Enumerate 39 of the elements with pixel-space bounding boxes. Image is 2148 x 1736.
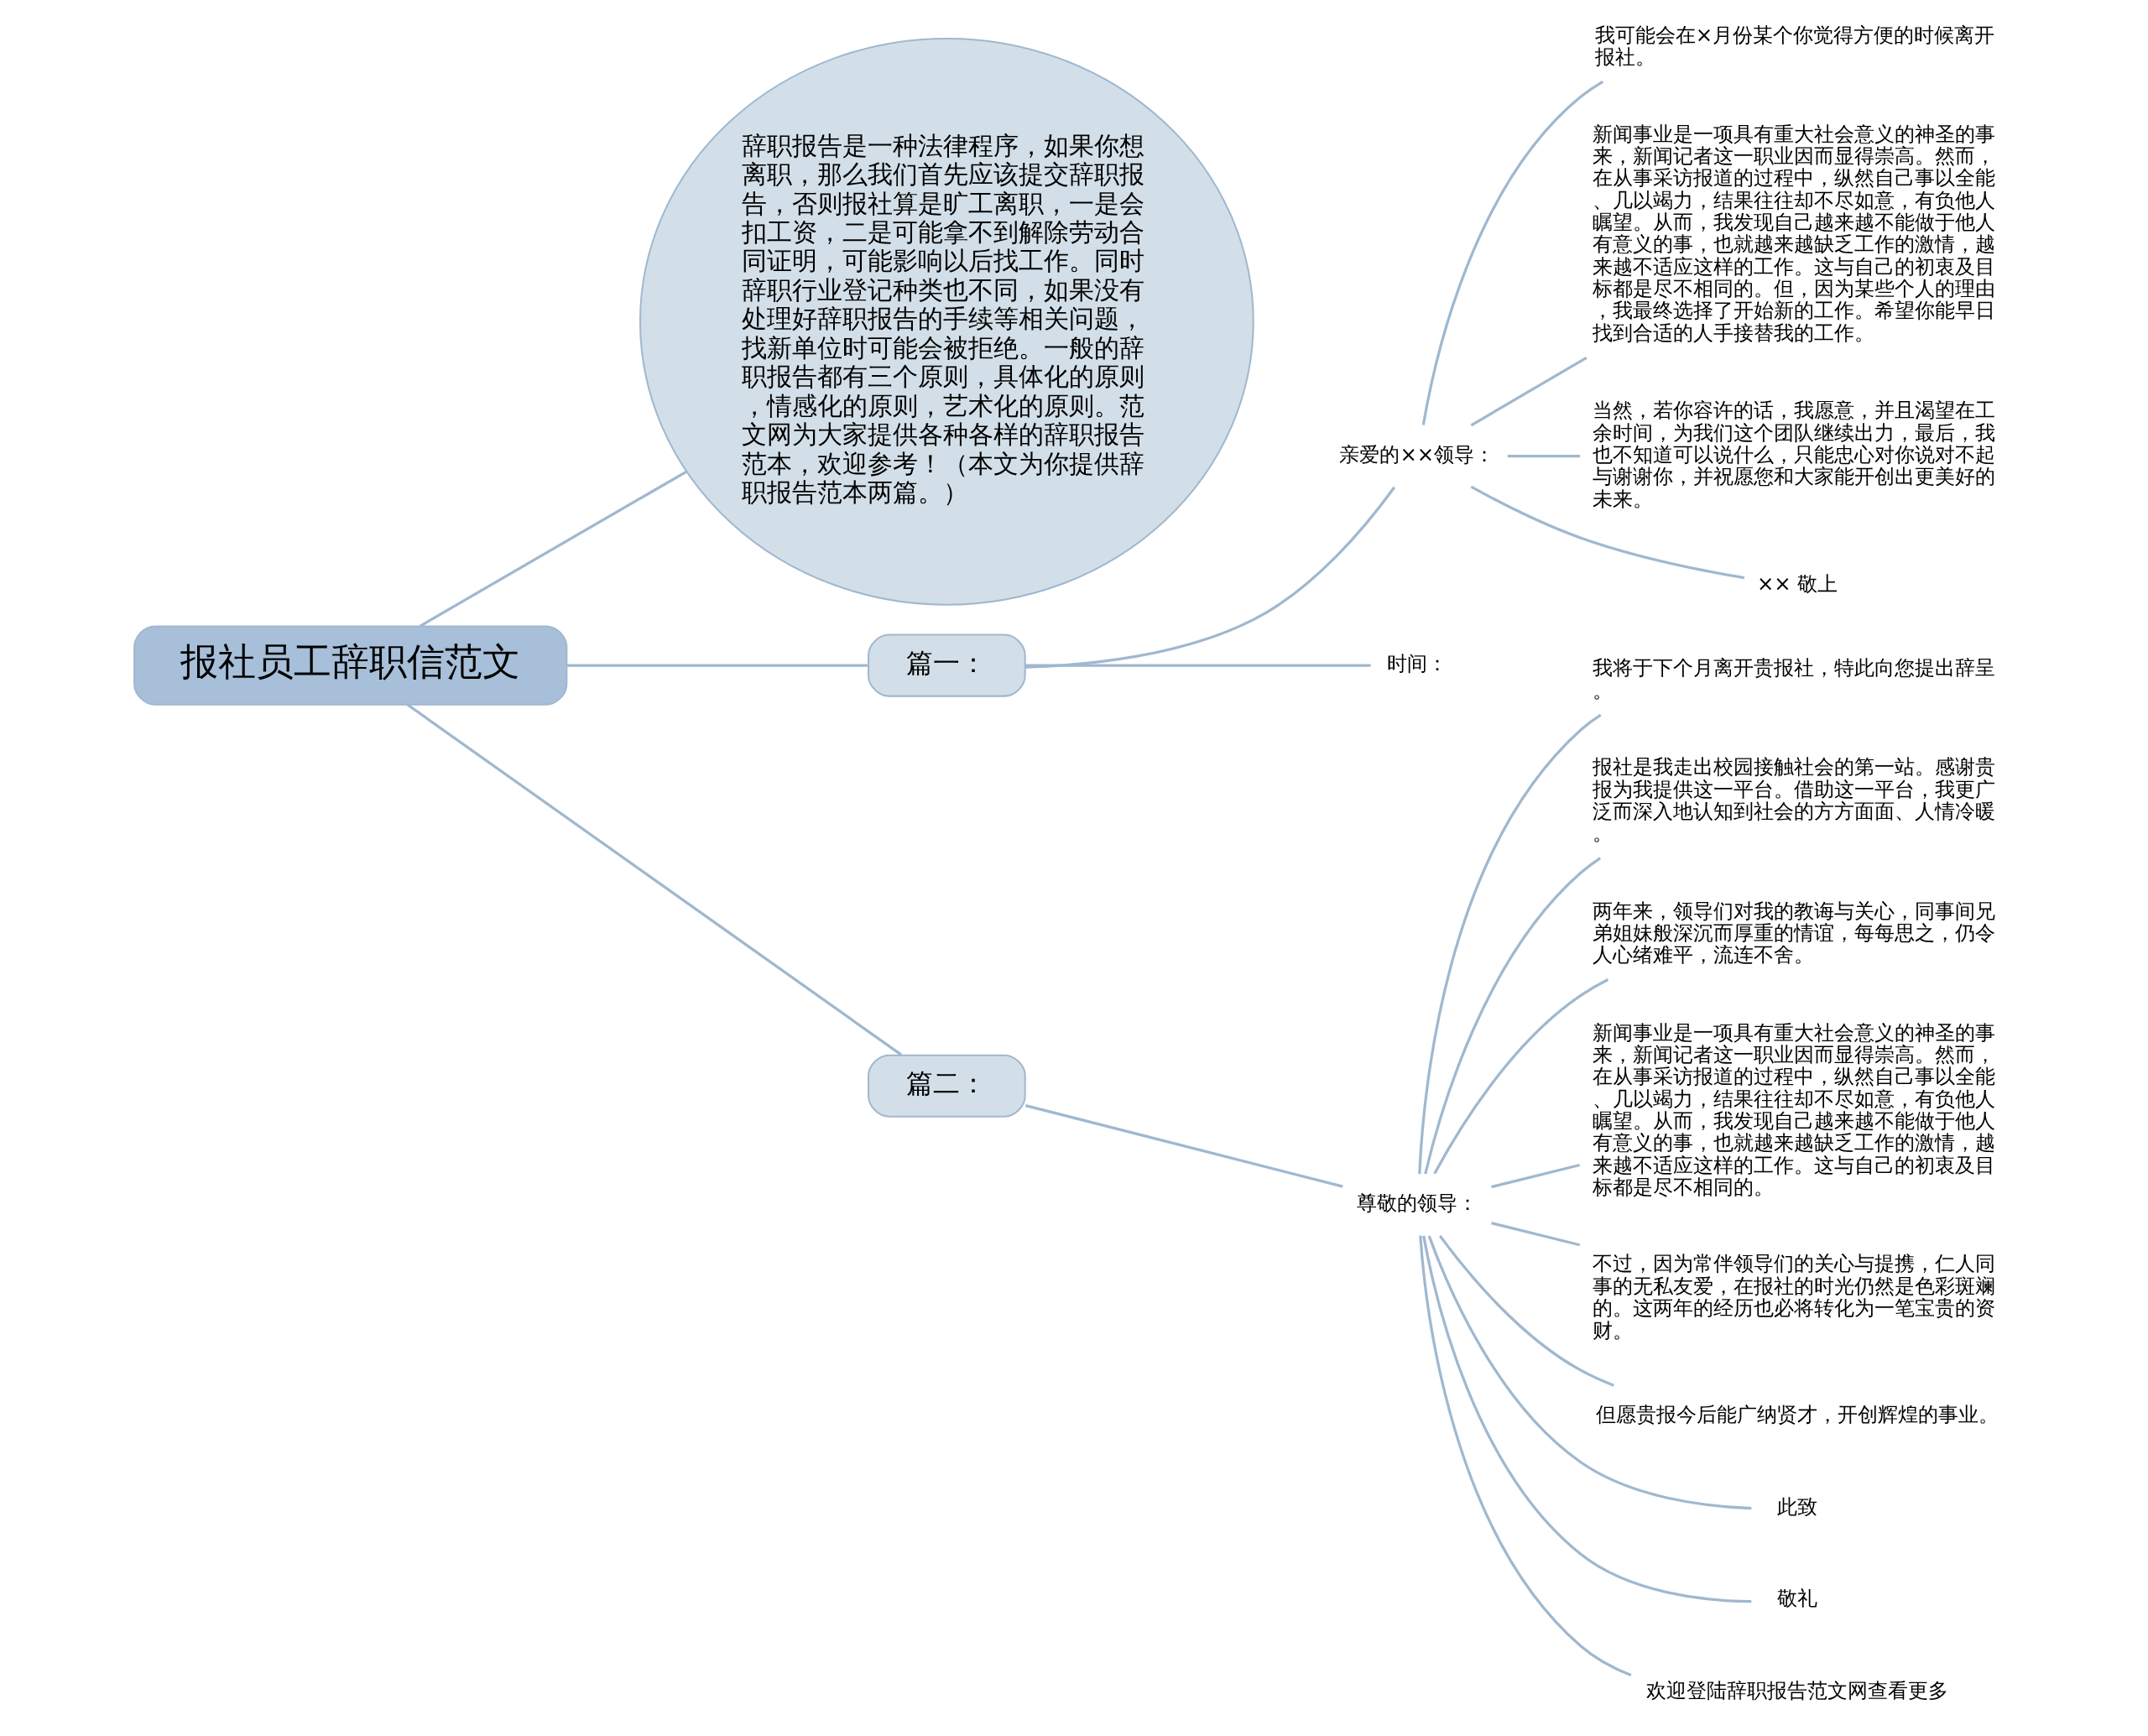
node-text: 我可能会在×月份某个你觉得方便的时候离开报社。 [1594, 22, 1994, 70]
node-text: 但愿贵报今后能广纳贤才，开创辉煌的事业。 [1595, 1401, 1999, 1426]
connector [1418, 1235, 1631, 1676]
node-text: 此致 [1776, 1494, 1817, 1519]
node-text: 欢迎登陆辞职报告范文网查看更多 [1645, 1677, 1948, 1702]
connector [1423, 857, 1601, 1175]
connector [1470, 356, 1588, 427]
node-text: 报社是我走出校园接触社会的第一站。感谢贵报为我提供这一平台。借助这一平台，我更广泛而深入地认知到社会的方方面面、人情冷暖。 [1592, 754, 1995, 846]
node-text: 当然，若你容许的话，我愿意，并且渴望在工余时间，为我们这个团队继续出力，最后，我也不知道可以说什么，只能忠心对你说对不起与谢谢你，并祝愿您和大家能开创出更美好的未来。 [1592, 398, 1995, 511]
connector [1024, 486, 1395, 669]
connector [1470, 485, 1744, 580]
node-box: 篇二： [867, 1054, 1026, 1118]
node-text: 时间： [1386, 651, 1447, 676]
connector [1490, 1163, 1580, 1189]
connector [566, 664, 868, 667]
connector [1024, 1104, 1343, 1188]
node-box: 篇一： [867, 633, 1026, 697]
connector [1438, 1235, 1614, 1387]
node-text: 敬礼 [1776, 1586, 1817, 1611]
connector [419, 470, 687, 628]
node-text: 新闻事业是一项具有重大社会意义的神圣的事来，新闻记者这一职业因而显得崇高。然而，在从事采访报道的过程中，纵然自己事以全能、几以竭力，结果往往却不尽如意，有负他人瞩望。从而，我发现自己越来越不能做于他人有意义的事，也就越来越缺乏工作的激情，越来越不适应这样的工作。这与自己的初衷及目标都是尽不相同的。但，因为某些个人的理由，我最终选择了开始新的工作。希望你能早日找到合适的人手接替我的工作。 [1592, 121, 1995, 345]
connector [1417, 713, 1602, 1175]
node-text: 亲爱的××领导： [1338, 441, 1494, 467]
connector [406, 703, 902, 1056]
node-box: 报社员工辞职信范文 [133, 625, 567, 706]
connector [1427, 1235, 1751, 1510]
node-text: 尊敬的领导： [1356, 1191, 1478, 1216]
connector [1421, 80, 1603, 425]
connector [1490, 1222, 1580, 1247]
node-text: 不过，因为常伴领导们的关心与提携，仁人同事的无私友爱，在报社的时光仍然是色彩斑斓的。这两年的经历也必将转化为一笔宝贵的资财。 [1592, 1251, 1995, 1342]
connector [1507, 454, 1580, 458]
connector [1432, 978, 1608, 1175]
node-text: 我将于下个月离开贵报社，特此向您提出辞呈。 [1592, 655, 1995, 702]
node-circle: 辞职报告是一种法律程序，如果你想离职，那么我们首先应该提交辞职报告，否则报社算是旷工离职，一是会扣工资，二是可能拿不到解除劳动合同证明，可能影响以后找工作。同时辞职行业登记种类也不同，如果没有处理好辞职报告的手续等相关问题，找新单位时可能会被拒绝。一般的辞职报告都有三个原则，具体化的原则，情感化的原则，艺术化的原则。范文网为大家提供各种各样的辞职报告范本，欢迎参考！（本文为你提供辞职报告范本两篇。） [639, 37, 1254, 606]
node-text: 新闻事业是一项具有重大社会意义的神圣的事来，新闻记者这一职业因而显得崇高。然而，在从事采访报道的过程中，纵然自己事以全能、几以竭力，结果往往却不尽如意，有负他人瞩望。从而，我发现自己越来越不能做于他人有意义的事，也就越来越缺乏工作的激情，越来越不适应这样的工作。这与自己的初衷及目标都是尽不相同的。 [1592, 1019, 1995, 1200]
node-text: ×× 敬上 [1756, 571, 1838, 597]
connector [1421, 1235, 1751, 1603]
node-text: 两年来，领导们对我的教诲与关心，同事间兄弟姐妹般深沉而厚重的情谊，每每思之，仍令人心绪难平，流连不舍。 [1592, 898, 1995, 967]
connector [1024, 664, 1371, 667]
